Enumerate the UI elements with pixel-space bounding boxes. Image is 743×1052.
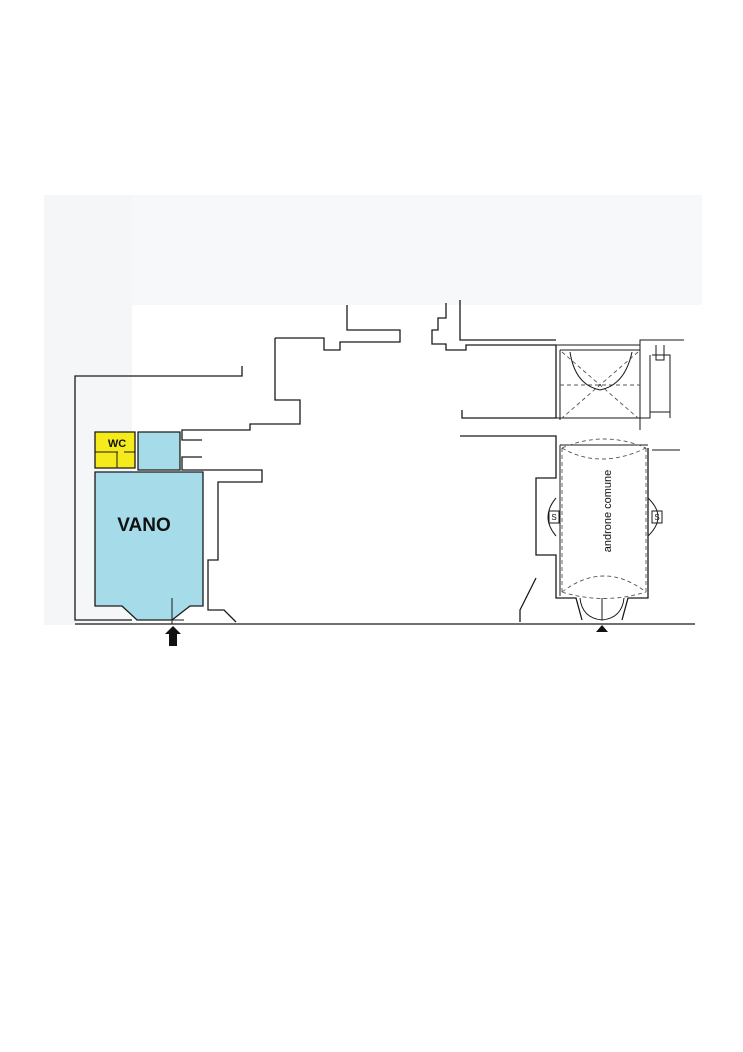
right-edge-stub — [652, 345, 671, 418]
vano-door — [162, 598, 184, 624]
androne-vault — [561, 438, 647, 599]
courtyard-wall — [181, 338, 301, 623]
arrow-up-icon — [596, 625, 608, 632]
androne-niche-right — [647, 497, 659, 537]
stair-box-left — [548, 510, 560, 524]
arrow-up-icon — [165, 626, 181, 646]
wc-label: WC — [108, 438, 126, 450]
outer-wall — [74, 366, 243, 621]
vano-label: VANO — [117, 515, 170, 536]
top-wall-middle — [275, 305, 401, 351]
androne-label: androne comune — [602, 470, 614, 553]
vestibule-upper-vault — [560, 351, 640, 419]
vano-room — [94, 471, 204, 621]
corridor-room — [137, 431, 181, 471]
stair-label-right: S — [654, 513, 659, 522]
wc-partition — [95, 451, 135, 468]
top-wall-right — [431, 300, 556, 351]
scan-shade-top — [132, 195, 702, 305]
androne-frame — [559, 444, 680, 596]
vestibule-upper-doors — [569, 351, 633, 391]
androne-walls — [519, 448, 649, 622]
stair-box-right — [651, 510, 663, 524]
androne-entrance-doors — [579, 597, 625, 621]
vestibule-upper-frame — [556, 339, 684, 430]
wc-room — [94, 431, 136, 469]
inner-wall-right — [460, 345, 557, 452]
stair-label-left: S — [551, 513, 556, 522]
androne-niche-left — [547, 497, 557, 537]
